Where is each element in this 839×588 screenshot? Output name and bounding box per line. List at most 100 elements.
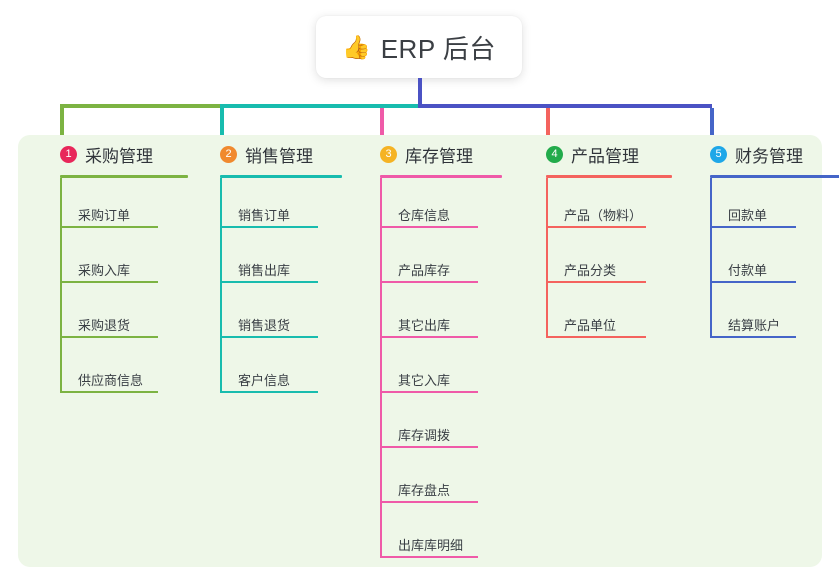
connector-drop-2 xyxy=(220,108,224,140)
branch-item[interactable]: 出库库明细 xyxy=(360,508,510,563)
branch-item-rule xyxy=(380,501,478,503)
branch-item-rule xyxy=(380,446,478,448)
branch-item-rule xyxy=(710,336,796,338)
branch-item-list: 仓库信息产品库存其它出库其它入库库存调拨库存盘点出库库明细 xyxy=(360,178,510,563)
branch-item-label: 销售订单 xyxy=(238,208,291,223)
branch-item-label: 付款单 xyxy=(728,263,768,278)
branch-item-label: 采购订单 xyxy=(78,208,131,223)
branch-header-rule xyxy=(220,175,342,178)
branch-spine xyxy=(60,178,62,392)
branch-item-label: 销售出库 xyxy=(238,263,291,278)
branch-header-rule xyxy=(710,175,839,178)
branch-item[interactable]: 采购入库 xyxy=(40,233,190,288)
branch-item[interactable]: 产品单位 xyxy=(526,288,678,343)
branch-header-rule xyxy=(546,175,672,178)
branch-item[interactable]: 产品（物料） xyxy=(526,178,678,233)
branch-item-label: 产品单位 xyxy=(564,318,617,333)
branch-item-label: 其它出库 xyxy=(398,318,451,333)
branch-item-label: 库存盘点 xyxy=(398,483,451,498)
branch-item-label: 产品分类 xyxy=(564,263,617,278)
branch-item-label: 回款单 xyxy=(728,208,768,223)
branch-item-rule xyxy=(60,391,158,393)
root-node-content: 👍 ERP 后台 xyxy=(342,29,496,66)
branch-title: 销售管理 xyxy=(245,146,313,166)
branch-item[interactable]: 仓库信息 xyxy=(360,178,510,233)
branch-item-rule xyxy=(380,281,478,283)
branch-item-label: 采购退货 xyxy=(78,318,131,333)
branch-item[interactable]: 客户信息 xyxy=(200,343,350,398)
root-node-card[interactable]: 👍 ERP 后台 xyxy=(316,16,522,78)
branch-item-rule xyxy=(710,226,796,228)
connector-drop-5 xyxy=(710,108,714,140)
thumbs-up-icon: 👍 xyxy=(342,33,371,60)
branch-item-rule xyxy=(710,281,796,283)
branch-item-label: 库存调拨 xyxy=(398,428,451,443)
connector-trunk xyxy=(418,78,422,106)
branch-spine xyxy=(220,178,222,392)
branch-item-label: 出库库明细 xyxy=(398,538,464,553)
branch-item-rule xyxy=(220,391,318,393)
branch-item-label: 其它入库 xyxy=(398,373,451,388)
branch-number-badge: 3 xyxy=(380,145,397,163)
branch-item-rule xyxy=(546,281,646,283)
branch-item[interactable]: 回款单 xyxy=(690,178,828,233)
branch-item-rule xyxy=(220,226,318,228)
branch-item-label: 仓库信息 xyxy=(398,208,451,223)
branch-spine xyxy=(380,178,382,557)
branch-item-rule xyxy=(220,281,318,283)
branch-item[interactable]: 库存调拨 xyxy=(360,398,510,453)
root-node-title: ERP 后台 xyxy=(380,33,496,64)
branch-item[interactable]: 库存盘点 xyxy=(360,453,510,508)
branch-item[interactable]: 销售订单 xyxy=(200,178,350,233)
branch-item-rule xyxy=(380,391,478,393)
branch-number-badge: 5 xyxy=(710,145,727,163)
branch-number-badge: 2 xyxy=(220,145,237,163)
branch-item-rule xyxy=(60,336,158,338)
branch-item[interactable]: 其它入库 xyxy=(360,343,510,398)
branch-header-2[interactable]: 2 销售管理 xyxy=(200,135,350,173)
branch-item-list: 回款单付款单结算账户 xyxy=(690,178,828,343)
branch-item-rule xyxy=(546,226,646,228)
branch-header-rule xyxy=(380,175,502,178)
branch-item-rule xyxy=(380,226,478,228)
branch-title: 产品管理 xyxy=(571,146,639,166)
branch-item-label: 供应商信息 xyxy=(78,373,144,388)
branch-item[interactable]: 供应商信息 xyxy=(40,343,190,398)
branch-item-label: 销售退货 xyxy=(238,318,291,333)
branch-item[interactable]: 结算账户 xyxy=(690,288,828,343)
branch-item-list: 销售订单销售出库销售退货客户信息 xyxy=(200,178,350,398)
branch-item[interactable]: 采购退货 xyxy=(40,288,190,343)
branch-item-label: 产品（物料） xyxy=(564,208,643,223)
connector-horizontal-3 xyxy=(418,104,712,108)
branch-column-2: 2 销售管理销售订单销售出库销售退货客户信息 xyxy=(200,135,350,398)
branch-item-rule xyxy=(220,336,318,338)
connector-drop-3 xyxy=(380,108,384,140)
branch-header-3[interactable]: 3 库存管理 xyxy=(360,135,510,173)
branch-item[interactable]: 销售出库 xyxy=(200,233,350,288)
branch-item-label: 结算账户 xyxy=(728,318,781,333)
branch-item[interactable]: 其它出库 xyxy=(360,288,510,343)
branch-item[interactable]: 付款单 xyxy=(690,233,828,288)
branch-spine xyxy=(546,178,548,337)
branch-header-rule xyxy=(60,175,188,178)
branch-title: 库存管理 xyxy=(405,146,473,166)
branch-number-badge: 1 xyxy=(60,145,77,163)
branch-item[interactable]: 销售退货 xyxy=(200,288,350,343)
branch-column-3: 3 库存管理仓库信息产品库存其它出库其它入库库存调拨库存盘点出库库明细 xyxy=(360,135,510,563)
branch-item[interactable]: 产品库存 xyxy=(360,233,510,288)
connector-drop-4 xyxy=(546,108,550,140)
branch-item-rule xyxy=(60,226,158,228)
branch-item-rule xyxy=(380,336,478,338)
branch-item-list: 产品（物料） 产品分类产品单位 xyxy=(526,178,678,343)
branch-item-list: 采购订单采购入库采购退货供应商信息 xyxy=(40,178,190,398)
branch-item[interactable]: 采购订单 xyxy=(40,178,190,233)
branch-item[interactable]: 产品分类 xyxy=(526,233,678,288)
